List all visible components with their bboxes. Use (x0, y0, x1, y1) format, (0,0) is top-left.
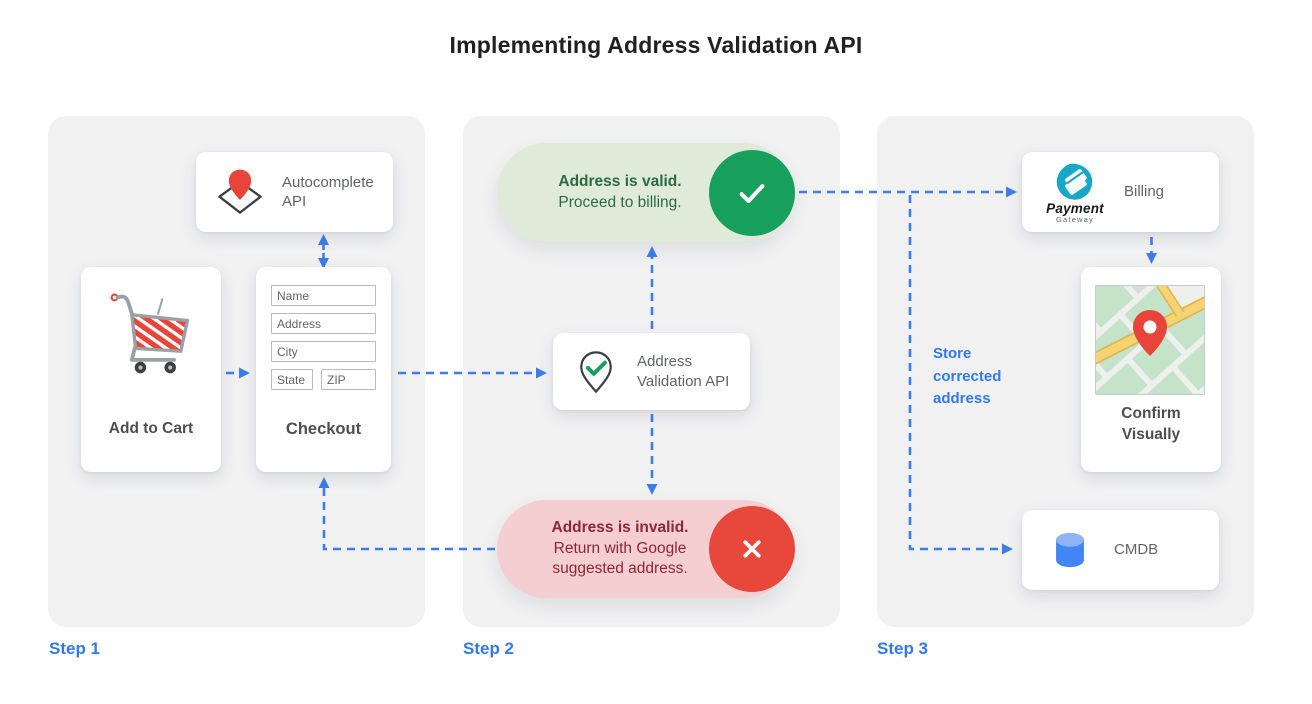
add-to-cart-card: Add to Cart (81, 267, 221, 472)
checkout-label: Checkout (285, 419, 362, 438)
cmdb-card: CMDB (1022, 510, 1219, 590)
invalid-body: Return with Google suggested address. (552, 539, 688, 578)
address-valid-pill: Address is valid. Proceed to billing. (497, 143, 795, 242)
step2-label: Step 2 (463, 639, 515, 658)
billing-label: Billing (1124, 183, 1165, 201)
state-field: State (271, 369, 313, 390)
add-to-cart-label: Add to Cart (108, 420, 194, 438)
map-thumbnail (1095, 285, 1205, 395)
address-field: Address (271, 313, 376, 334)
page-title: Implementing Address Validation API (449, 32, 863, 58)
confirm-visually-card: Confirm Visually (1081, 267, 1221, 472)
step1-label: Step 1 (49, 639, 101, 658)
database-icon (1056, 532, 1084, 568)
payment-logo-sub: Gateway (1056, 214, 1094, 224)
payment-gateway-logo: Payment Gateway (1042, 161, 1108, 224)
autocomplete-api-card: Autocomplete API (196, 152, 393, 232)
autocomplete-api-label: Autocomplete API (282, 173, 374, 211)
address-invalid-pill: Address is invalid. Return with Google s… (497, 500, 795, 598)
x-circle-icon (709, 506, 795, 592)
valid-headline: Address is valid. (558, 172, 682, 190)
shopping-cart-icon (110, 293, 190, 374)
cmdb-label: CMDB (1114, 541, 1159, 559)
confirm-visually-label: Confirm Visually (1121, 405, 1181, 444)
checkout-form: Name Address City State ZIP (271, 285, 376, 397)
name-field: Name (271, 285, 376, 306)
city-field: City (271, 341, 376, 362)
address-validation-api-card: Address Validation API (553, 333, 750, 410)
invalid-headline: Address is invalid. (551, 518, 689, 536)
map-pin-diamond-icon (218, 169, 262, 214)
payment-gateway-icon (1056, 163, 1093, 200)
step3-label: Step 3 (877, 639, 929, 658)
payment-logo-name: Payment (1046, 200, 1104, 216)
billing-card: Payment Gateway Billing (1022, 152, 1219, 232)
store-corrected-address-note: Store corrected address (933, 345, 1002, 407)
checkout-card: Name Address City State ZIP Checkout (256, 267, 391, 472)
pin-check-icon (580, 350, 612, 393)
valid-body: Proceed to billing. (558, 193, 682, 211)
zip-field: ZIP (321, 369, 376, 390)
check-circle-icon (709, 149, 795, 236)
address-validation-api-label: Address Validation API (637, 353, 730, 390)
